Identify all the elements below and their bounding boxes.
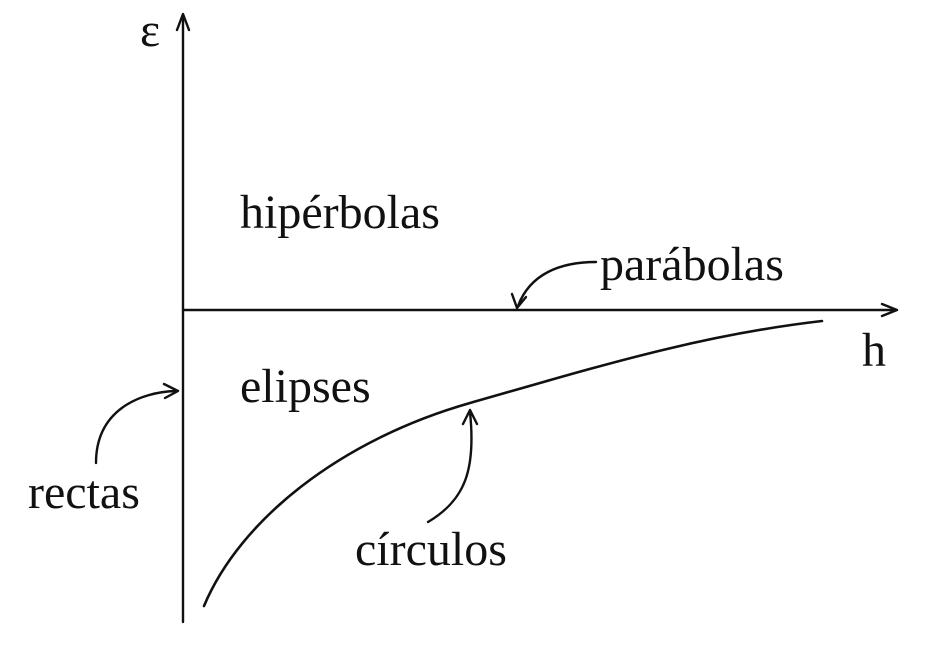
lines-pointer-arrow: [94, 389, 178, 465]
annotation-label-parabolas: parábolas: [600, 238, 784, 291]
x-axis-label: h: [862, 324, 886, 377]
x-axis: [181, 302, 899, 318]
annotation-label-lines: rectas: [28, 466, 140, 519]
y-axis-label: ε: [140, 4, 160, 57]
parabolas-pointer-arrow: [516, 260, 598, 308]
y-axis-arrowhead: [175, 12, 191, 32]
x-axis-arrowhead: [880, 302, 899, 318]
annotation-label-circles: círculos: [355, 523, 507, 576]
circles-pointer-arrow: [426, 410, 473, 524]
region-label-hyperbolas: hipérbolas: [240, 186, 440, 239]
circles-arrowhead: [461, 408, 479, 426]
y-axis: [175, 12, 191, 624]
parabolas-arrowhead: [510, 292, 528, 310]
region-label-ellipses: elipses: [240, 360, 371, 413]
lines-arrowhead: [162, 382, 180, 400]
circles-curve: [202, 319, 824, 608]
